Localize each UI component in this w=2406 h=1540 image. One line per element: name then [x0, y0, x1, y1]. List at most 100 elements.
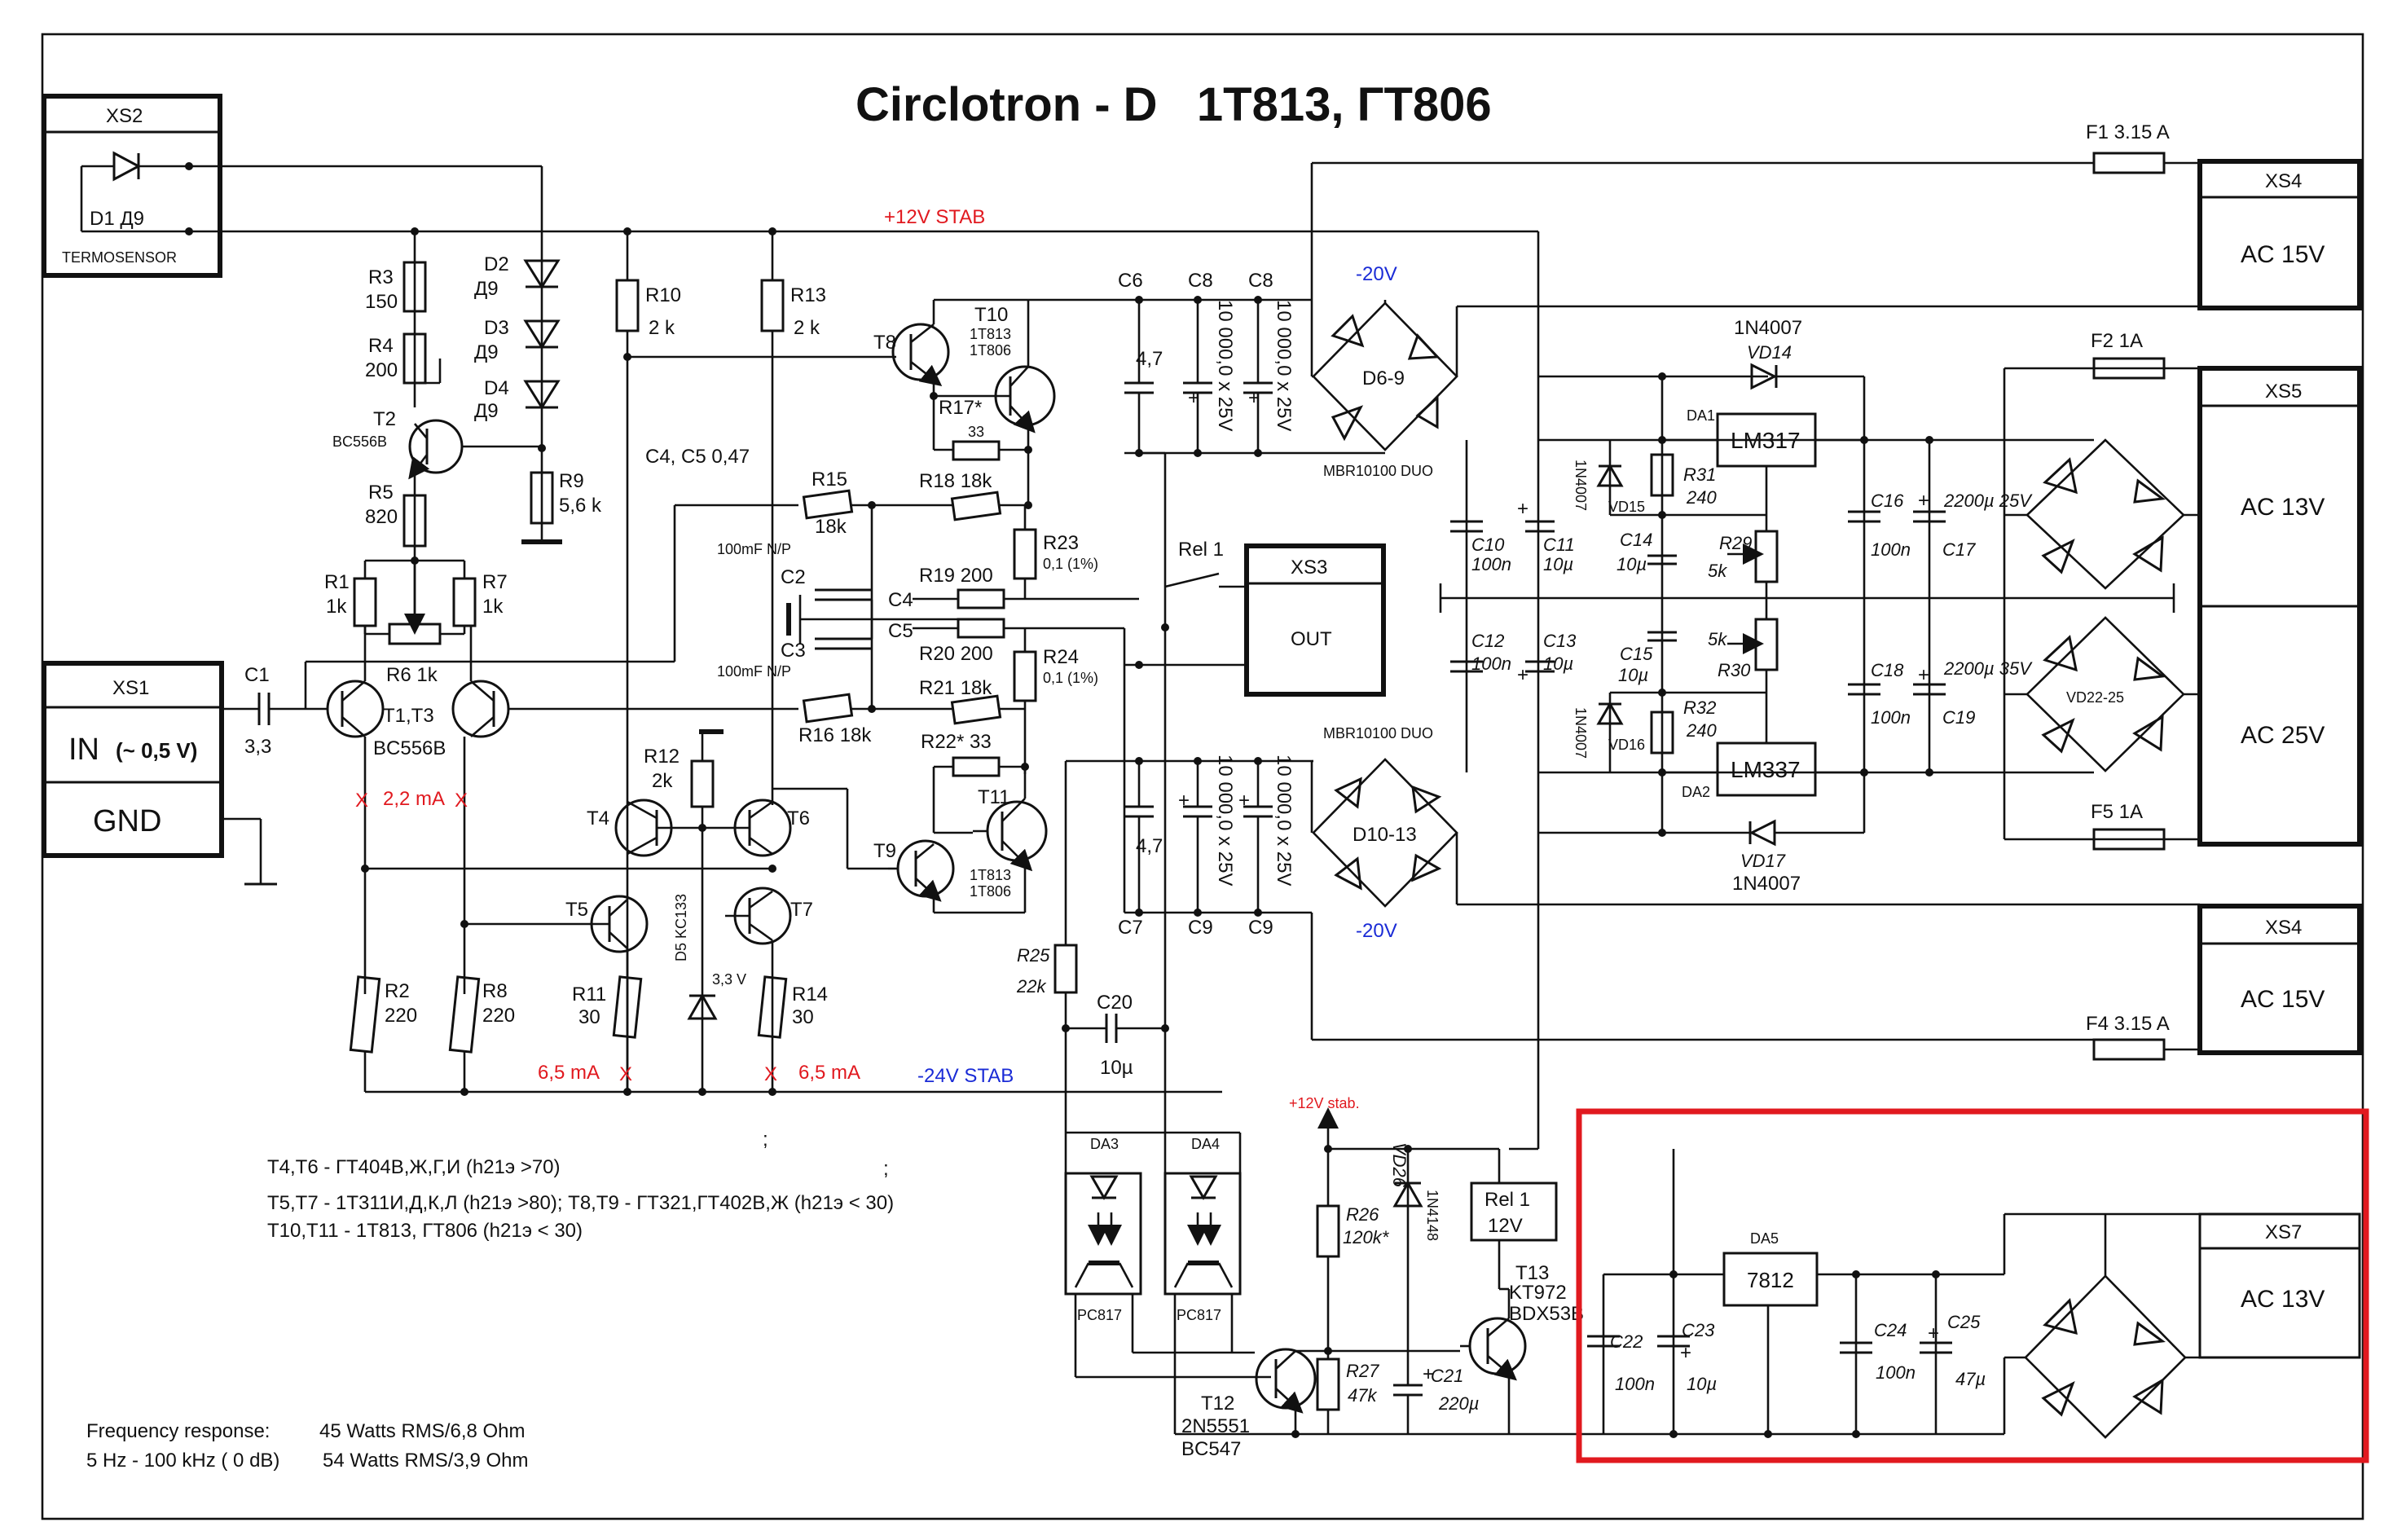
svg-text:3,3: 3,3	[244, 736, 271, 758]
svg-text:5k: 5k	[1708, 561, 1727, 581]
regulators-lm317-lm337: 1N4007 VD14 LM317 DA1 LM337 DA2 VD17 1N4…	[1439, 231, 2175, 895]
svg-text:1N4148: 1N4148	[1424, 1190, 1441, 1241]
svg-text:4,7: 4,7	[1136, 835, 1163, 857]
svg-text:AC 25V: AC 25V	[2241, 722, 2325, 749]
svg-text:Rel 1: Rel 1	[1178, 539, 1224, 561]
svg-text:DA4: DA4	[1191, 1136, 1220, 1152]
svg-text:220: 220	[385, 1005, 417, 1027]
svg-text:T5: T5	[565, 899, 588, 921]
schematic-title: Circlotron - D 1T813, ГТ806	[856, 78, 1492, 131]
svg-text:D2: D2	[484, 253, 509, 275]
svg-text:R24: R24	[1043, 646, 1079, 668]
svg-text:+: +	[1188, 387, 1199, 409]
highlight-box	[1576, 1108, 2369, 1463]
bridge-d10-13: D10-13 MBR10100 DUO -20V	[1312, 725, 1458, 942]
svg-text:T4,T6 - ГТ404В,Ж,Г,И (h21э >7: T4,T6 - ГТ404В,Ж,Г,И (h21э >70)	[267, 1156, 561, 1178]
svg-text:+: +	[1238, 790, 1250, 812]
svg-text:R12: R12	[644, 746, 680, 768]
svg-text:10µ: 10µ	[1543, 653, 1573, 674]
svg-text:100n: 100n	[1876, 1362, 1916, 1383]
svg-text:R27: R27	[1346, 1361, 1379, 1381]
svg-text:5,6 k: 5,6 k	[559, 495, 602, 517]
svg-text:R20 200: R20 200	[919, 643, 993, 665]
svg-text:C19: C19	[1942, 707, 1975, 728]
svg-text:1N4007: 1N4007	[1572, 707, 1589, 759]
svg-text:MBR10100 DUO: MBR10100 DUO	[1323, 463, 1433, 479]
lm317-label: LM317	[1731, 428, 1801, 453]
svg-text:DA3: DA3	[1090, 1136, 1119, 1152]
input-label: IN	[68, 733, 99, 767]
svg-text:R15: R15	[812, 469, 847, 491]
svg-text:1T813: 1T813	[970, 326, 1011, 342]
svg-text:10µ: 10µ	[1100, 1057, 1133, 1079]
rail-minus24-label: -24V STAB	[917, 1065, 1014, 1087]
svg-text:47µ: 47µ	[1955, 1369, 1986, 1389]
svg-text:1N4007: 1N4007	[1732, 873, 1801, 895]
svg-text:2 k: 2 k	[794, 317, 820, 339]
svg-text:X: X	[764, 1063, 777, 1085]
svg-text:1T806: 1T806	[970, 883, 1011, 900]
output-lower-t9-t11: R22* 33 T11 1T813 1T806 T9	[772, 731, 1048, 914]
connector-xs5: XS5 AC 13V AC 25V	[2197, 366, 2362, 847]
svg-text:;: ;	[883, 1158, 889, 1180]
svg-text:C24: C24	[1874, 1320, 1907, 1340]
svg-text:C22: C22	[1610, 1331, 1643, 1352]
svg-text:D5 KC133: D5 KC133	[673, 894, 689, 961]
svg-text:T6: T6	[787, 807, 810, 829]
svg-text:C12: C12	[1471, 631, 1504, 651]
svg-text:F5 1A: F5 1A	[2091, 801, 2143, 823]
svg-text:100n: 100n	[1615, 1374, 1655, 1394]
svg-text:R5: R5	[368, 482, 394, 504]
svg-text:R21 18k: R21 18k	[919, 677, 992, 699]
regulator-7812-label: 7812	[1747, 1268, 1794, 1292]
svg-text:3,3 V: 3,3 V	[712, 971, 746, 988]
svg-text:AC 15V: AC 15V	[2241, 986, 2325, 1013]
svg-text:C21: C21	[1431, 1366, 1463, 1386]
svg-text:R30: R30	[1718, 660, 1751, 680]
svg-text:R23: R23	[1043, 532, 1079, 554]
diode-d1-icon	[112, 151, 142, 182]
svg-text:30: 30	[578, 1006, 600, 1028]
svg-text:T12: T12	[1201, 1393, 1234, 1415]
connector-xs7: XS7 AC 13V	[2198, 1212, 2361, 1359]
svg-text:10 000,0 x 25V: 10 000,0 x 25V	[1214, 755, 1236, 886]
svg-text:DA2: DA2	[1682, 784, 1710, 800]
svg-text:C1: C1	[244, 664, 270, 686]
svg-text:AC 13V: AC 13V	[2241, 1286, 2325, 1313]
connector-xs3: XS3 OUT	[1244, 543, 1386, 697]
svg-text:200: 200	[365, 359, 398, 381]
svg-text:240: 240	[1686, 720, 1717, 741]
svg-text:+: +	[1928, 1322, 1939, 1344]
svg-text:18k: 18k	[815, 516, 847, 538]
svg-text:T2: T2	[373, 408, 396, 430]
svg-text:DA1: DA1	[1687, 407, 1715, 424]
svg-text:1T813: 1T813	[970, 867, 1011, 883]
svg-text:10µ: 10µ	[1618, 665, 1648, 685]
svg-text:1T806: 1T806	[970, 342, 1011, 359]
svg-text:-20V: -20V	[1356, 920, 1397, 942]
svg-text:Д9: Д9	[474, 278, 499, 300]
svg-text:R10: R10	[645, 284, 681, 306]
svg-text:R13: R13	[790, 284, 826, 306]
bridge-upper-right	[2003, 367, 2200, 839]
svg-text:VD16: VD16	[1608, 737, 1645, 753]
connector-xs4-top: XS4 AC 15V	[2197, 159, 2362, 310]
svg-text:T7: T7	[790, 899, 813, 921]
svg-text:C3: C3	[781, 640, 806, 662]
svg-text:R19 200: R19 200	[919, 565, 993, 587]
svg-text:AC 15V: AC 15V	[2241, 241, 2325, 268]
svg-text:R16 18k: R16 18k	[798, 724, 872, 746]
transistor-notes: ; ; T4,T6 - ГТ404В,Ж,Г,И (h21э >70) T5,T…	[86, 1129, 894, 1472]
svg-text:T10,T11 - 1T813, ГТ806 (h21э: T10,T11 - 1T813, ГТ806 (h21э < 30)	[267, 1220, 583, 1242]
svg-text:XS7: XS7	[2265, 1221, 2302, 1243]
svg-text:DA5: DA5	[1750, 1230, 1779, 1247]
svg-text:10 000,0 x 25V: 10 000,0 x 25V	[1273, 755, 1295, 886]
svg-text:Rel 1: Rel 1	[1485, 1189, 1530, 1211]
svg-text:1k: 1k	[482, 596, 504, 618]
svg-text:AC 13V: AC 13V	[2241, 494, 2325, 521]
svg-text:D1 Д9: D1 Д9	[90, 208, 144, 230]
